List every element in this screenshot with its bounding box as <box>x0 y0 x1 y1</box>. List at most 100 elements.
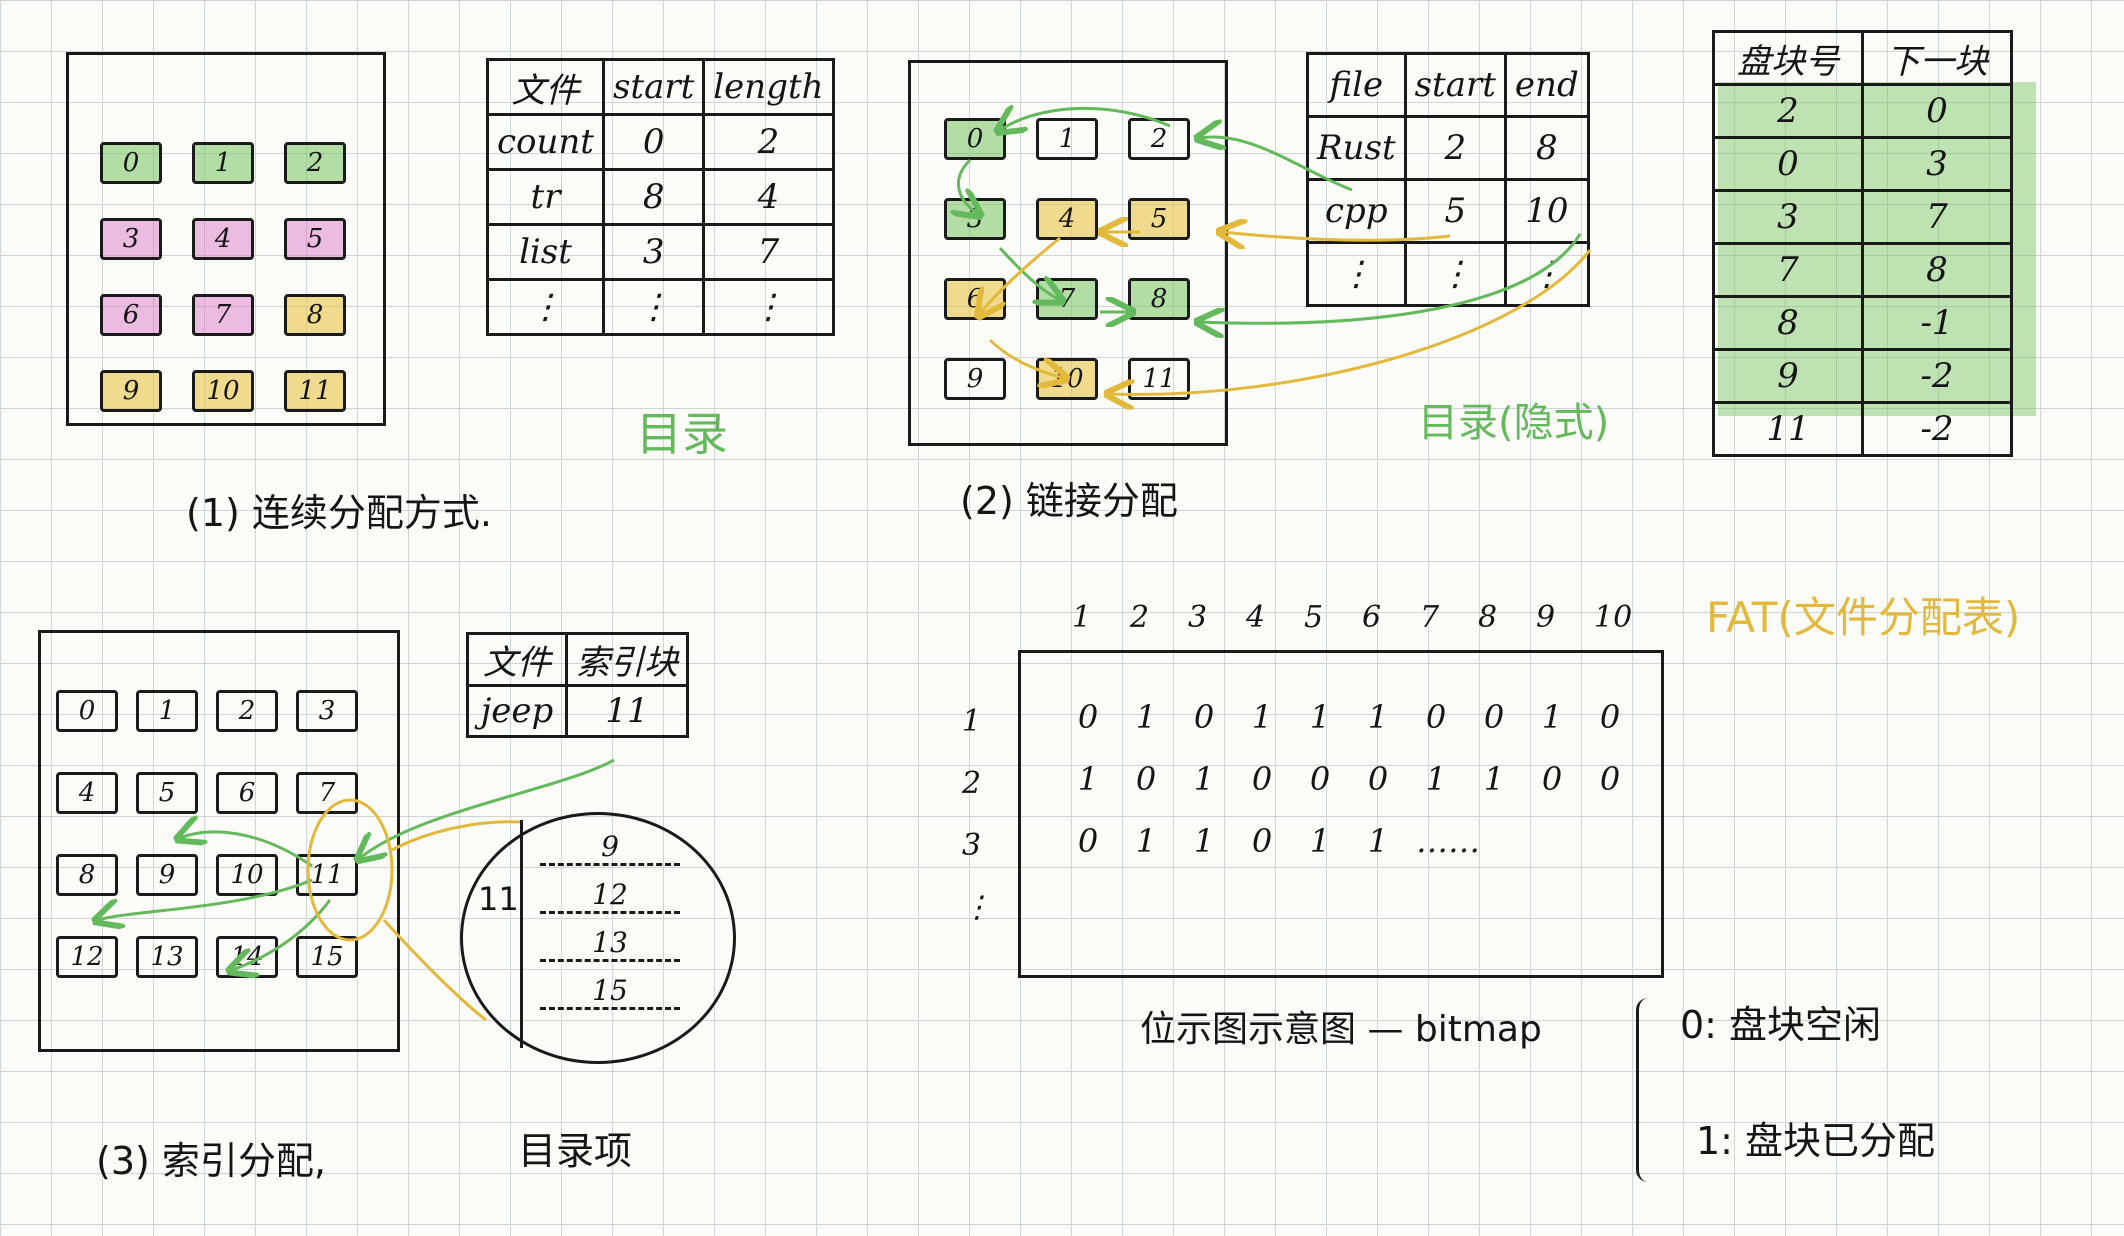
bitmap-row-label: 2 <box>962 766 982 801</box>
bitmap-cell: 0 <box>1309 760 1331 798</box>
contiguous-block-8: 8 <box>284 294 346 336</box>
bitmap-cell: 0 <box>1193 698 1215 736</box>
fat-table-cell-5-0: 9 <box>1712 348 1864 404</box>
bitmap-row-label: 1 <box>962 704 982 739</box>
index-entry: 13 <box>540 926 680 962</box>
indexed-block-10: 10 <box>216 854 278 896</box>
contiguous-table-cell-3-0: ⋮ <box>486 278 605 336</box>
bitmap-cell: 0 <box>1541 760 1563 798</box>
contiguous-table-cell-2-0: list <box>486 223 605 281</box>
index-detail-line-top <box>391 820 521 852</box>
indexed-block-12: 12 <box>56 936 118 978</box>
contiguous-table-cell-2-1: 3 <box>601 223 706 281</box>
indexed-block-13: 13 <box>136 936 198 978</box>
fat-table-header-row: 盘块号下一块 <box>1712 30 2013 86</box>
indexed-block-14: 14 <box>216 936 278 978</box>
contiguous-table-cell-1-0: tr <box>486 168 605 226</box>
linked-caption: (2) 链接分配 <box>960 479 1178 523</box>
indexed-block-6: 6 <box>216 772 278 814</box>
bitmap-cell: 0 <box>1077 822 1099 860</box>
contiguous-block-11: 11 <box>284 370 346 412</box>
bitmap-cell: 0 <box>1425 698 1447 736</box>
indexed-block-3: 3 <box>296 690 358 732</box>
bitmap-cell: 1 <box>1309 698 1331 736</box>
fat-table-cell-2-0: 3 <box>1712 189 1864 245</box>
contiguous-block-0: 0 <box>100 142 162 184</box>
linked-table-row: ⋮⋮⋮ <box>1306 241 1590 307</box>
contiguous-block-3: 3 <box>100 218 162 260</box>
bitmap-cell: 1 <box>1309 822 1331 860</box>
fat-table-cell-6-1: -2 <box>1861 401 2013 457</box>
linked-block-1: 1 <box>1036 118 1098 160</box>
contiguous-table-caption: 目录 <box>636 407 728 461</box>
bitmap-cell: 1 <box>1193 822 1215 860</box>
bitmap-cell: 0 <box>1599 698 1621 736</box>
linked-table-cell-2-2: ⋮ <box>1503 241 1590 307</box>
indexed-table-header-row: 文件索引块 <box>466 632 689 687</box>
contiguous-table-cell-1-2: 4 <box>702 168 835 226</box>
index-block-bar <box>520 820 523 1048</box>
linked-block-2: 2 <box>1128 118 1190 160</box>
indexed-block-11: 11 <box>296 854 358 896</box>
contiguous-table-cell-0-0: count <box>486 113 605 171</box>
fat-table-cell-5-1: -2 <box>1861 348 2013 404</box>
bitmap-column-label: 5 <box>1304 600 1324 635</box>
bitmap-cell: 1 <box>1541 698 1563 736</box>
indexed-table-header-0: 文件 <box>466 632 568 687</box>
linked-block-9: 9 <box>944 358 1006 400</box>
fat-table-header-1: 下一块 <box>1861 30 2013 86</box>
fat-table-cell-1-0: 0 <box>1712 136 1864 192</box>
bitmap-cell: 1 <box>1251 698 1273 736</box>
contiguous-disk <box>66 52 386 426</box>
linked-table-cell-1-2: 10 <box>1503 178 1590 244</box>
linked-block-4: 4 <box>1036 198 1098 240</box>
contiguous-block-5: 5 <box>284 218 346 260</box>
indexed-block-9: 9 <box>136 854 198 896</box>
bitmap-column-label: 1 <box>1072 600 1092 635</box>
linked-table-cell-1-0: cpp <box>1306 178 1407 244</box>
contiguous-table-cell-2-2: 7 <box>702 223 835 281</box>
linked-table-cell-0-2: 8 <box>1503 115 1590 181</box>
bitmap-cell: 0 <box>1483 698 1505 736</box>
contiguous-block-6: 6 <box>100 294 162 336</box>
fat-table-cell-4-1: -1 <box>1861 295 2013 351</box>
bitmap-cell: 1 <box>1193 760 1215 798</box>
bitmap-legend-allocated: 1: 盘块已分配 <box>1696 1119 1936 1163</box>
indexed-table-cell-0-1: 11 <box>565 684 689 738</box>
bitmap-column-label: 9 <box>1536 600 1556 635</box>
indexed-block-8: 8 <box>56 854 118 896</box>
bitmap-cell: 1 <box>1483 760 1505 798</box>
linked-table-cell-2-0: ⋮ <box>1306 241 1407 307</box>
bitmap-cell: 0 <box>1599 760 1621 798</box>
linked-block-6: 6 <box>944 278 1006 320</box>
linked-block-8: 8 <box>1128 278 1190 320</box>
fat-table-row: 11-2 <box>1712 401 2013 457</box>
linked-table-cell-0-0: Rust <box>1306 115 1407 181</box>
contiguous-table-header-1: start <box>601 58 706 116</box>
indexed-block-2: 2 <box>216 690 278 732</box>
contiguous-block-10: 10 <box>192 370 254 412</box>
fat-table-row: 8-1 <box>1712 295 2013 351</box>
linked-table-header-0: file <box>1306 52 1407 118</box>
bitmap-row-label: ⋮ <box>962 890 992 925</box>
index-entry: 12 <box>540 878 680 914</box>
fat-table-cell-0-0: 2 <box>1712 83 1864 139</box>
fat-table-cell-6-0: 11 <box>1712 401 1864 457</box>
indexed-block-5: 5 <box>136 772 198 814</box>
indexed-caption: (3) 索引分配, <box>96 1139 326 1183</box>
contiguous-block-4: 4 <box>192 218 254 260</box>
contiguous-table-cell-3-1: ⋮ <box>601 278 706 336</box>
index-caption: 目录项 <box>518 1129 633 1173</box>
bitmap-column-label: 7 <box>1420 600 1440 635</box>
bitmap-cell: 0 <box>1367 760 1389 798</box>
